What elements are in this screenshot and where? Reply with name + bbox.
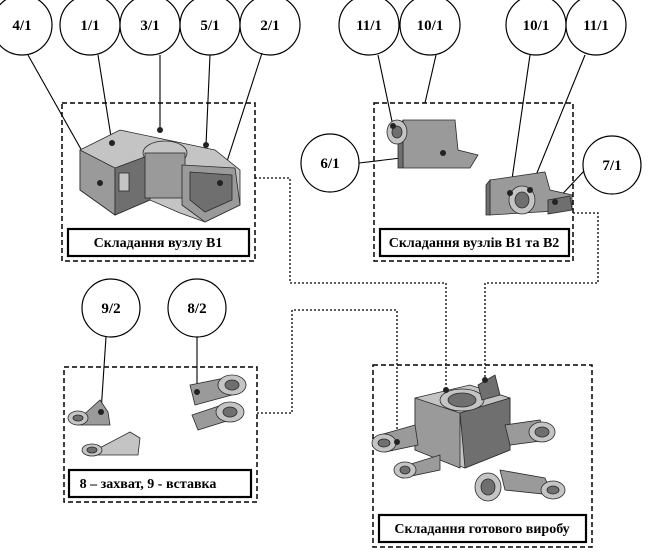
part-bracket-lower [485, 171, 573, 216]
connector-grip-to-final [257, 309, 398, 442]
balloon-10-1-right-label: 10/1 [523, 18, 550, 34]
label-box-final-product: Складання готового виробу [377, 513, 588, 544]
balloon-8-2-label: 8/2 [187, 301, 206, 317]
frame-units-b1-b2 [373, 102, 574, 262]
balloon-6-1: 6/1 [300, 133, 360, 193]
part-bracket-upper [386, 119, 479, 169]
balloon-5-1: 5/1 [179, 0, 241, 56]
balloon-10-1-left: 10/1 [399, 0, 461, 56]
balloon-3-1-label: 3/1 [140, 18, 159, 34]
connector-b1b2-to-final [484, 212, 599, 380]
balloon-4-1-label: 4/1 [12, 18, 31, 34]
label-box-grip-insert: 8 – захват, 9 - вставка [67, 468, 253, 499]
balloon-7-1-label: 7/1 [602, 158, 621, 174]
part-insert-lower [81, 431, 141, 457]
balloon-2-1-label: 2/1 [260, 18, 279, 34]
label-unit-b1: Складання вузлу В1 [94, 236, 223, 251]
balloon-5-1-label: 5/1 [200, 18, 219, 34]
balloon-10-1-right: 10/1 [505, 0, 567, 56]
frame-unit-b1 [61, 102, 256, 262]
balloon-4-1: 4/1 [0, 0, 53, 56]
balloon-7-1: 7/1 [582, 135, 642, 195]
balloon-9-2-label: 9/2 [101, 301, 120, 317]
connector-b1-to-final [255, 177, 447, 390]
part-grip-lower [191, 401, 245, 431]
part-insert-upper [67, 399, 111, 426]
label-units-b1-b2: Складання вузлів В1 та В2 [389, 236, 560, 251]
part-grip-upper [189, 374, 247, 406]
part-final-assembly [371, 374, 566, 502]
frame-grip-insert [63, 366, 258, 503]
balloon-2-1: 2/1 [239, 0, 301, 56]
label-grip-insert: 8 – захват, 9 - вставка [80, 477, 217, 492]
label-final-product: Складання готового виробу [394, 522, 569, 537]
balloon-1-1: 1/1 [59, 0, 121, 56]
balloon-11-1-right-label: 11/1 [583, 18, 609, 34]
balloon-1-1-label: 1/1 [80, 18, 99, 34]
balloon-6-1-label: 6/1 [320, 156, 339, 172]
balloon-8-2: 8/2 [167, 278, 227, 338]
balloon-11-1-right: 11/1 [565, 0, 627, 56]
part-unit-b1-body [79, 127, 241, 223]
balloon-3-1: 3/1 [119, 0, 181, 56]
balloon-11-1-left: 11/1 [338, 0, 400, 56]
balloon-11-1-left-label: 11/1 [356, 18, 382, 34]
label-box-unit-b1: Складання вузлу В1 [66, 227, 251, 258]
label-box-units-b1-b2: Складання вузлів В1 та В2 [378, 227, 571, 258]
balloon-9-2: 9/2 [81, 278, 141, 338]
balloon-10-1-left-label: 10/1 [417, 18, 444, 34]
